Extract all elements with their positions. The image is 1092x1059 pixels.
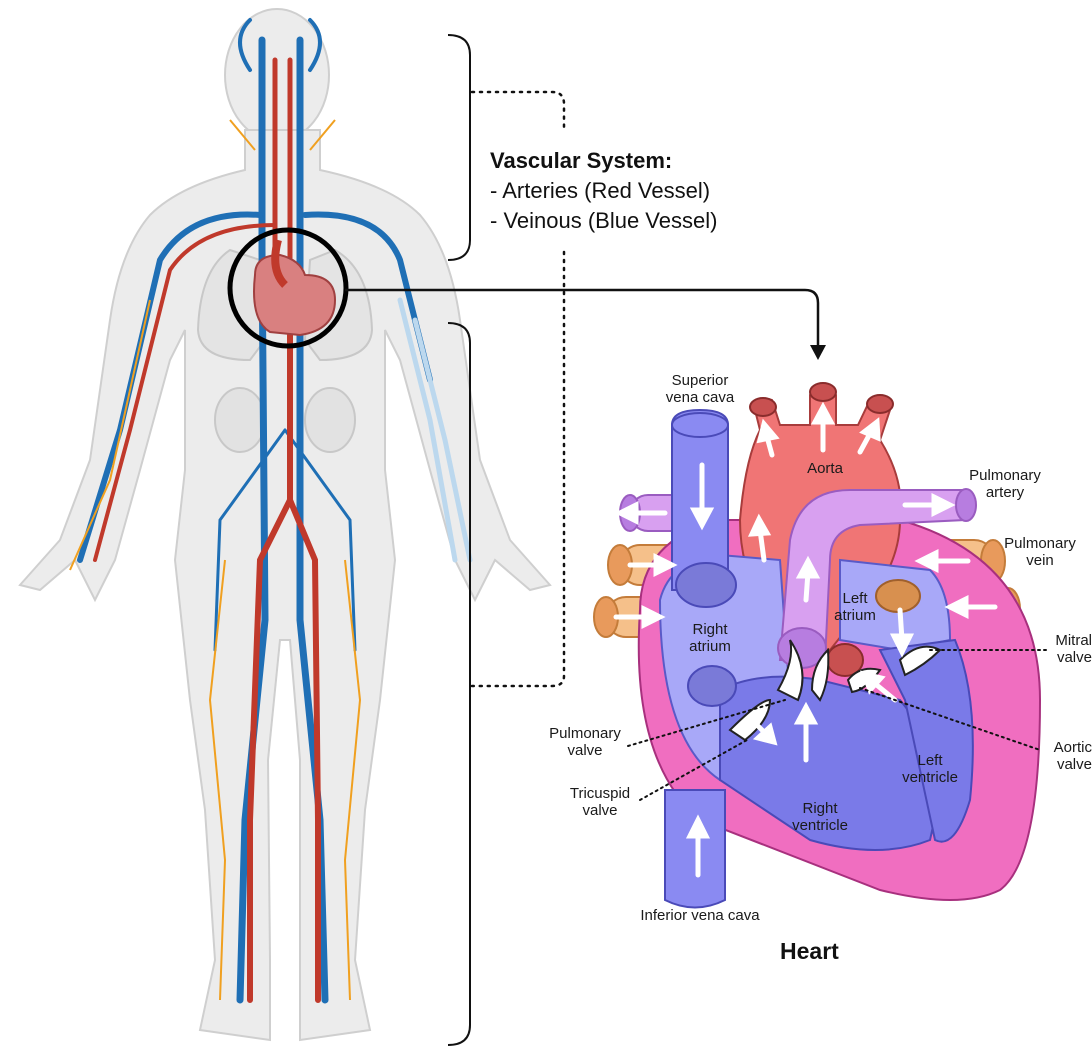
label-pulmonary-vein: Pulmonary vein — [995, 535, 1085, 569]
label-pulmonary-artery-line2: artery — [960, 484, 1050, 501]
label-pulmonary-valve: Pulmonary valve — [540, 725, 630, 759]
label-left-ventricle: Left ventricle — [890, 752, 970, 786]
label-pulmonary-artery: Pulmonary artery — [960, 467, 1050, 501]
label-aortic-valve-line2: valve — [1035, 756, 1092, 773]
label-aortic-valve: Aortic valve — [1035, 739, 1092, 773]
label-pulmonary-vein-line2: vein — [995, 552, 1085, 569]
label-left-atrium: Left atrium — [825, 590, 885, 624]
label-right-ventricle-line1: Right — [775, 800, 865, 817]
label-tricuspid-valve-line2: valve — [555, 802, 645, 819]
legend-arteries: - Arteries (Red Vessel) — [490, 176, 717, 206]
label-left-atrium-line1: Left — [825, 590, 885, 607]
label-left-ventricle-line2: ventricle — [890, 769, 970, 786]
label-tricuspid-valve-line1: Tricuspid — [555, 785, 645, 802]
label-aorta: Aorta — [795, 460, 855, 477]
label-inferior-vena-cava: Inferior vena cava — [615, 907, 785, 924]
label-mitral-valve-line2: valve — [1035, 649, 1092, 666]
label-right-atrium-line2: atrium — [680, 638, 740, 655]
label-mitral-valve-line1: Mitral — [1035, 632, 1092, 649]
label-tricuspid-valve: Tricuspid valve — [555, 785, 645, 819]
label-left-ventricle-line1: Left — [890, 752, 970, 769]
label-mitral-valve: Mitral valve — [1035, 632, 1092, 666]
label-superior-vena-cava-line2: vena cava — [650, 389, 750, 406]
label-pulmonary-artery-line1: Pulmonary — [960, 467, 1050, 484]
legend-veins: - Veinous (Blue Vessel) — [490, 206, 717, 236]
label-pulmonary-valve-line2: valve — [540, 742, 630, 759]
label-right-atrium-line1: Right — [680, 621, 740, 638]
label-pulmonary-valve-line1: Pulmonary — [540, 725, 630, 742]
label-right-atrium: Right atrium — [680, 621, 740, 655]
heart-title: Heart — [780, 938, 839, 965]
label-aortic-valve-line1: Aortic — [1035, 739, 1092, 756]
heart-pointer-arrowhead — [810, 345, 826, 360]
vascular-system-legend: Vascular System: - Arteries (Red Vessel)… — [490, 146, 717, 236]
label-left-atrium-line2: atrium — [825, 607, 885, 624]
label-pulmonary-vein-line1: Pulmonary — [995, 535, 1085, 552]
label-superior-vena-cava: Superior vena cava — [650, 372, 750, 406]
label-superior-vena-cava-line1: Superior — [650, 372, 750, 389]
label-right-ventricle-line2: ventricle — [775, 817, 865, 834]
vascular-system-title: Vascular System: — [490, 146, 717, 176]
label-right-ventricle: Right ventricle — [775, 800, 865, 834]
